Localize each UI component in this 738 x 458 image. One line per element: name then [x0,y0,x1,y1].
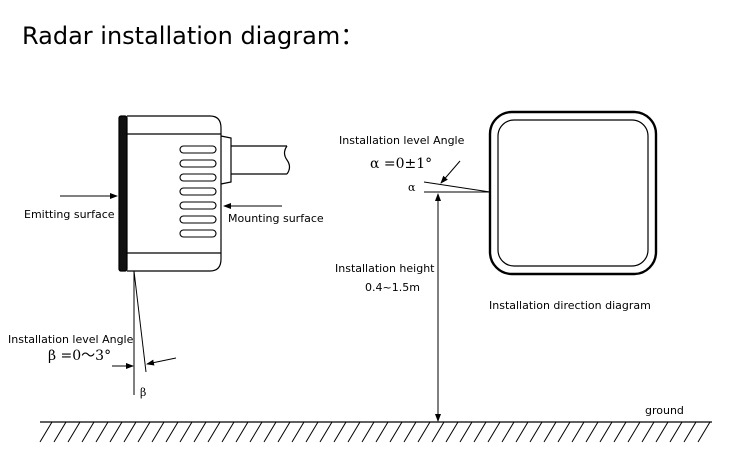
emitting-surface-label: Emitting surface [24,208,115,221]
radar-cable [220,135,291,185]
emitting-plate [118,115,128,272]
radar-front-view [488,110,658,276]
beta-angle-title: Installation level Angle [8,333,134,346]
ground-label: ground [645,404,684,417]
beta-angle-value: β =0～3° [48,348,111,364]
radar-side-view [118,115,291,272]
installation-height-label: Installation height [335,262,435,275]
installation-height-value: 0.4~1.5m [365,281,420,294]
alpha-angle-lines [423,160,491,193]
alpha-angle-title: Installation level Angle [339,134,465,147]
direction-diagram-caption: Installation direction diagram [489,299,651,312]
alpha-symbol: α [408,181,416,194]
alpha-angle-value: α =0±1° [370,156,432,172]
radar-body [127,115,222,272]
radar-fins [179,145,217,238]
ground-hatching [39,421,711,443]
beta-symbol: β [140,386,146,399]
beta-angle-lines [112,270,177,395]
mounting-surface-label: Mounting surface [228,212,324,225]
diagram-title: Radar installation diagram： [22,22,364,50]
